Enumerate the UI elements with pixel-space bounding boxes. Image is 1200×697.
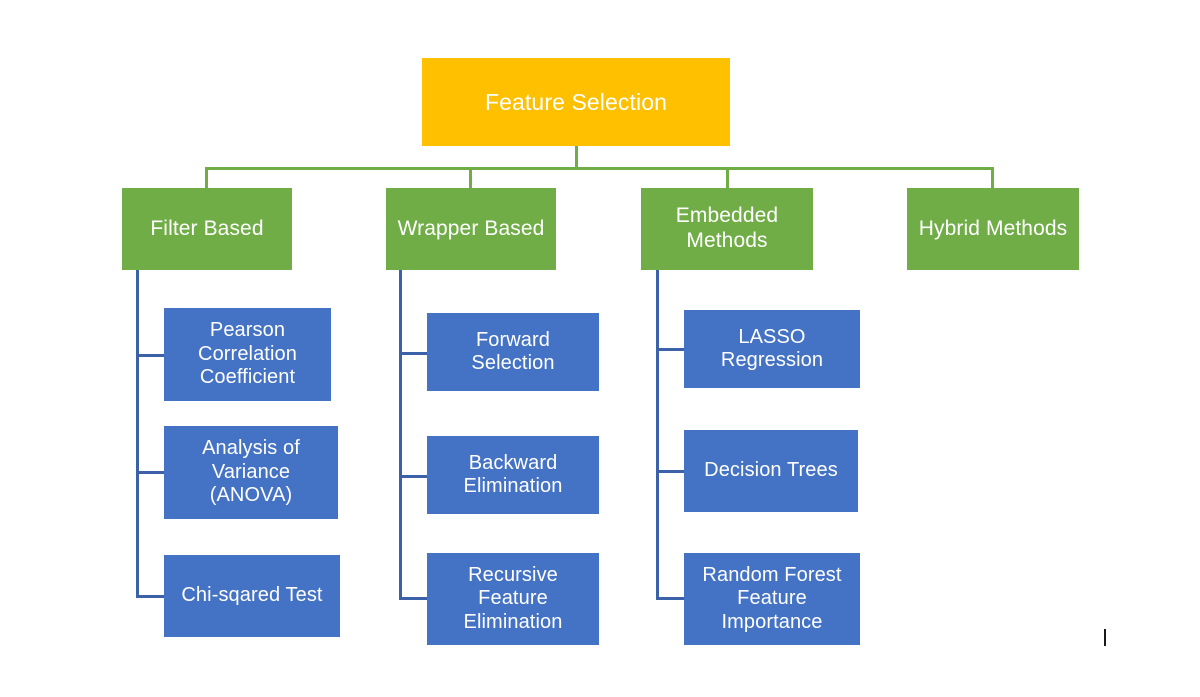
leaf-node-decision-trees[interactable]: Decision Trees: [684, 430, 858, 512]
connector-trunk-filter-based: [136, 270, 139, 598]
connector-trunk-wrapper-based: [399, 270, 402, 600]
connector-stub-decision-trees: [656, 470, 685, 473]
text-cursor-caret: [1104, 629, 1106, 646]
connector-stub-random-forest-feature-importance: [656, 597, 685, 600]
connector-stub-analysis-of-variance: [136, 471, 165, 474]
leaf-node-lasso-regression[interactable]: LASSO Regression: [684, 310, 860, 388]
connector-stub-forward-selection: [399, 352, 428, 355]
branch-node-wrapper-based[interactable]: Wrapper Based: [386, 188, 556, 270]
leaf-node-analysis-of-variance[interactable]: Analysis of Variance (ANOVA): [164, 426, 338, 519]
connector-drop-filter-based: [205, 167, 208, 188]
connector-stub-pearson-correlation-coefficient: [136, 354, 165, 357]
connector-stub-backward-elimination: [399, 475, 428, 478]
connector-stub-recursive-feature-elimination: [399, 597, 428, 600]
connector-stub-lasso-regression: [656, 348, 685, 351]
leaf-node-recursive-feature-elimination[interactable]: Recursive Feature Elimination: [427, 553, 599, 645]
connector-trunk-embedded-methods: [656, 270, 659, 600]
connector-stub-chi-sqared-test: [136, 595, 165, 598]
branch-node-filter-based[interactable]: Filter Based: [122, 188, 292, 270]
connector-drop-hybrid-methods: [991, 167, 994, 188]
connector-root-bus: [206, 167, 993, 170]
root-node-feature-selection[interactable]: Feature Selection: [422, 58, 730, 146]
leaf-node-chi-sqared-test[interactable]: Chi-sqared Test: [164, 555, 340, 637]
branch-node-embedded-methods[interactable]: Embedded Methods: [641, 188, 813, 270]
connector-root-stem: [575, 146, 578, 169]
connector-drop-embedded-methods: [726, 167, 729, 188]
branch-node-hybrid-methods[interactable]: Hybrid Methods: [907, 188, 1079, 270]
leaf-node-pearson-correlation-coefficient[interactable]: Pearson Correlation Coefficient: [164, 308, 331, 401]
leaf-node-backward-elimination[interactable]: Backward Elimination: [427, 436, 599, 514]
leaf-node-forward-selection[interactable]: Forward Selection: [427, 313, 599, 391]
leaf-node-random-forest-feature-importance[interactable]: Random Forest Feature Importance: [684, 553, 860, 645]
connector-drop-wrapper-based: [469, 167, 472, 188]
